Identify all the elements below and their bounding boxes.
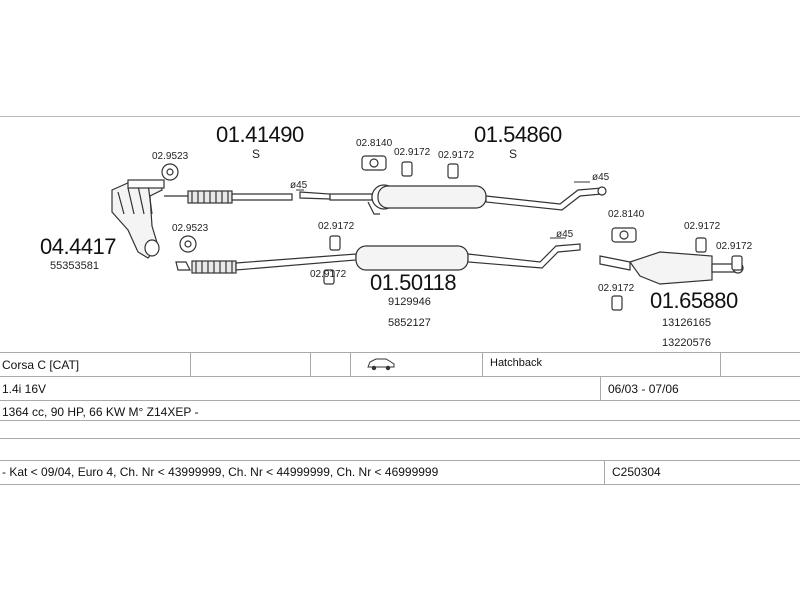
rubber-mount-drawing-e xyxy=(695,237,707,253)
rubber-label-c: 02.9172 xyxy=(318,221,355,232)
part-number-01-50118: 01.50118 xyxy=(370,270,457,295)
table-col-divider xyxy=(350,352,351,376)
hanger-label-b: 02.8140 xyxy=(608,209,645,220)
table-divider xyxy=(0,376,800,377)
diameter-label-2: ø45 xyxy=(592,172,610,183)
part-ref-04-4417: 55353581 xyxy=(50,260,99,272)
vehicle-info-table: Corsa C [CAT] Hatchback 1.4i 16V 06/03 -… xyxy=(0,352,800,487)
rubber-label-g: 02.9172 xyxy=(598,283,635,294)
table-col-divider xyxy=(604,460,605,484)
rubber-mount-drawing-c xyxy=(329,235,341,251)
part-ref1-01-50118: 9129946 xyxy=(388,296,431,308)
top-divider xyxy=(0,116,800,117)
rubber-label-d: 02.9172 xyxy=(310,269,347,280)
upper-middle-silencer-drawing xyxy=(329,184,607,215)
part-ref1-01-65880: 13126165 xyxy=(662,317,711,329)
table-col-divider xyxy=(600,376,601,400)
car-icon xyxy=(366,357,396,374)
catalog-code-cell: C250304 xyxy=(612,465,661,479)
part-number-01-65880: 01.65880 xyxy=(650,288,738,313)
engine-cell: 1.4i 16V xyxy=(2,382,47,396)
exhaust-manifold-drawing xyxy=(111,179,165,259)
table-divider xyxy=(0,420,800,421)
rear-silencer-drawing xyxy=(599,251,744,285)
table-col-divider xyxy=(482,352,483,376)
diameter-label-3: ø45 xyxy=(556,229,574,240)
table-divider xyxy=(0,400,800,401)
rubber-label-e: 02.9172 xyxy=(684,221,721,232)
clamp-drawing-a xyxy=(161,163,179,181)
part-ref2-01-65880: 13220576 xyxy=(662,337,711,349)
body-type-cell: Hatchback xyxy=(490,357,542,369)
upper-front-pipe-drawing xyxy=(164,190,331,204)
table-divider xyxy=(0,484,800,485)
clamp-label-b: 02.9523 xyxy=(172,223,209,234)
rubber-label-a: 02.9172 xyxy=(394,147,431,158)
hanger-drawing-b xyxy=(611,227,637,243)
table-divider xyxy=(0,438,800,439)
specs-cell: 1364 cc, 90 HP, 66 KW M° Z14XEP - xyxy=(2,405,199,419)
notes-cell: - Kat < 09/04, Euro 4, Ch. Nr < 43999999… xyxy=(2,465,439,479)
table-divider xyxy=(0,460,800,461)
rubber-mount-drawing-b xyxy=(447,163,459,179)
hanger-label-a: 02.8140 xyxy=(356,138,393,149)
rubber-mount-drawing-d xyxy=(323,269,335,285)
part-ref2-01-50118: 5852127 xyxy=(388,317,431,329)
part-code-01-54860: S xyxy=(509,147,518,161)
part-number-01-54860: 01.54860 xyxy=(474,122,562,147)
model-cell: Corsa C [CAT] xyxy=(2,358,80,372)
clamp-drawing-b xyxy=(179,235,197,253)
years-cell: 06/03 - 07/06 xyxy=(608,382,679,396)
diameter-label-1: ø45 xyxy=(290,180,308,191)
rubber-mount-drawing-a xyxy=(401,161,413,177)
rubber-label-b: 02.9172 xyxy=(438,150,475,161)
hanger-drawing-a xyxy=(361,155,387,171)
rubber-mount-drawing-f xyxy=(731,255,743,271)
table-col-divider xyxy=(720,352,721,376)
lower-middle-silencer-drawing xyxy=(355,243,581,271)
table-divider xyxy=(0,352,800,353)
part-code-01-41490: S xyxy=(252,147,261,161)
rubber-label-f: 02.9172 xyxy=(716,241,753,252)
part-number-04-4417: 04.4417 xyxy=(40,234,117,259)
part-number-01-41490: 01.41490 xyxy=(216,122,304,147)
rubber-mount-drawing-g xyxy=(611,295,623,311)
lower-front-pipe-drawing xyxy=(175,253,357,274)
table-col-divider xyxy=(310,352,311,376)
table-col-divider xyxy=(190,352,191,376)
clamp-label-a: 02.9523 xyxy=(152,151,189,162)
